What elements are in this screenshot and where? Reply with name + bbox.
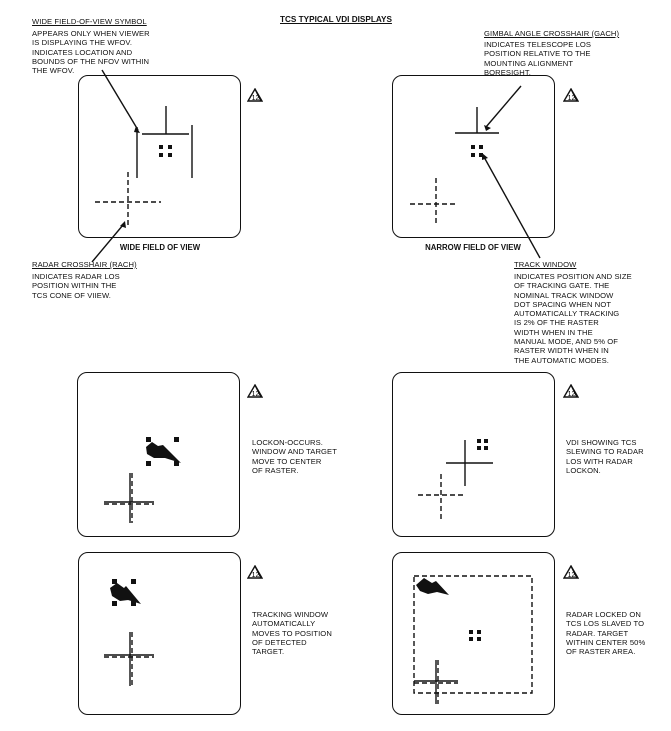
radar-crosshair bbox=[104, 632, 154, 686]
gach-heading: GIMBAL ANGLE CROSSHAIR (GACH) bbox=[484, 29, 620, 38]
svg-text:12: 12 bbox=[568, 95, 576, 102]
leader-line-gach bbox=[485, 85, 522, 128]
wfov-symbol-heading: WIDE FIELD-OF-VIEW SYMBOL bbox=[32, 17, 147, 26]
radar-crosshair bbox=[104, 473, 154, 523]
page-title: TCS TYPICAL VDI DISPLAYS bbox=[280, 15, 392, 24]
revision-triangle-icon: 12 bbox=[563, 565, 579, 579]
revision-triangle-icon: 12 bbox=[563, 384, 579, 398]
radar-crosshair bbox=[95, 172, 161, 226]
radar-crosshair bbox=[414, 660, 458, 704]
revision-triangle-icon: 12 bbox=[247, 88, 263, 102]
leader-line-rach bbox=[91, 224, 124, 263]
rach-heading: RADAR CROSSHAIR (RACH) bbox=[32, 260, 137, 269]
vdi-screen-lockon bbox=[77, 372, 240, 537]
svg-text:12: 12 bbox=[568, 391, 576, 398]
svg-text:12: 12 bbox=[252, 391, 260, 398]
note-tracking: TRACKING WINDOW AUTOMATICALLY MOVES TO P… bbox=[252, 610, 332, 657]
caption-narrow-fov: NARROW FIELD OF VIEW bbox=[425, 243, 521, 252]
track-window-dots bbox=[159, 145, 172, 157]
rach-text: INDICATES RADAR LOS POSITION WITHIN THE … bbox=[32, 272, 120, 300]
track-window-dots bbox=[112, 579, 136, 606]
track-window-dots bbox=[471, 145, 483, 157]
svg-text:12: 12 bbox=[568, 572, 576, 579]
vdi-screen-tracking bbox=[78, 552, 241, 715]
arrowhead-icon bbox=[484, 125, 491, 131]
note-slewing: VDI SHOWING TCS SLEWING TO RADAR LOS WIT… bbox=[566, 438, 644, 475]
wfov-symbol bbox=[136, 106, 193, 178]
revision-triangle-icon: 12 bbox=[247, 565, 263, 579]
svg-text:12: 12 bbox=[252, 572, 260, 579]
wfov-symbol-text: APPEARS ONLY WHEN VIEWER IS DISPLAYING T… bbox=[32, 29, 150, 76]
track-window-heading: TRACK WINDOW bbox=[514, 260, 577, 269]
track-window-dots bbox=[146, 437, 179, 466]
leader-line-wfov bbox=[101, 69, 139, 131]
track-window-dots bbox=[477, 439, 488, 450]
vdi-screen-slaved bbox=[392, 552, 555, 715]
track-window-text: INDICATES POSITION AND SIZE OF TRACKING … bbox=[514, 272, 632, 365]
radar-crosshair bbox=[410, 178, 458, 226]
note-slaved: RADAR LOCKED ON TCS LOS SLAVED TO RADAR.… bbox=[566, 610, 646, 657]
aircraft-target-icon bbox=[416, 578, 449, 595]
radar-crosshair bbox=[418, 474, 466, 520]
aircraft-target-icon bbox=[146, 442, 181, 463]
aircraft-target-icon bbox=[110, 583, 141, 604]
revision-triangle-icon: 12 bbox=[247, 384, 263, 398]
raster-center-area-box bbox=[413, 575, 533, 694]
arrowhead-icon bbox=[482, 153, 488, 160]
note-lockon: LOCKON-OCCURS. WINDOW AND TARGET MOVE TO… bbox=[252, 438, 337, 475]
gimbal-angle-crosshair bbox=[446, 440, 493, 486]
gimbal-angle-crosshair bbox=[455, 107, 499, 134]
caption-wide-fov: WIDE FIELD OF VIEW bbox=[119, 243, 201, 252]
track-window-dots bbox=[469, 630, 481, 641]
leader-line-track-window bbox=[483, 156, 541, 259]
vdi-screen-slewing bbox=[392, 372, 555, 537]
revision-triangle-icon: 12 bbox=[563, 88, 579, 102]
svg-text:12: 12 bbox=[252, 95, 260, 102]
arrowhead-icon bbox=[120, 221, 126, 228]
gach-text: INDICATES TELESCOPE LOS POSITION RELATIV… bbox=[484, 40, 592, 77]
